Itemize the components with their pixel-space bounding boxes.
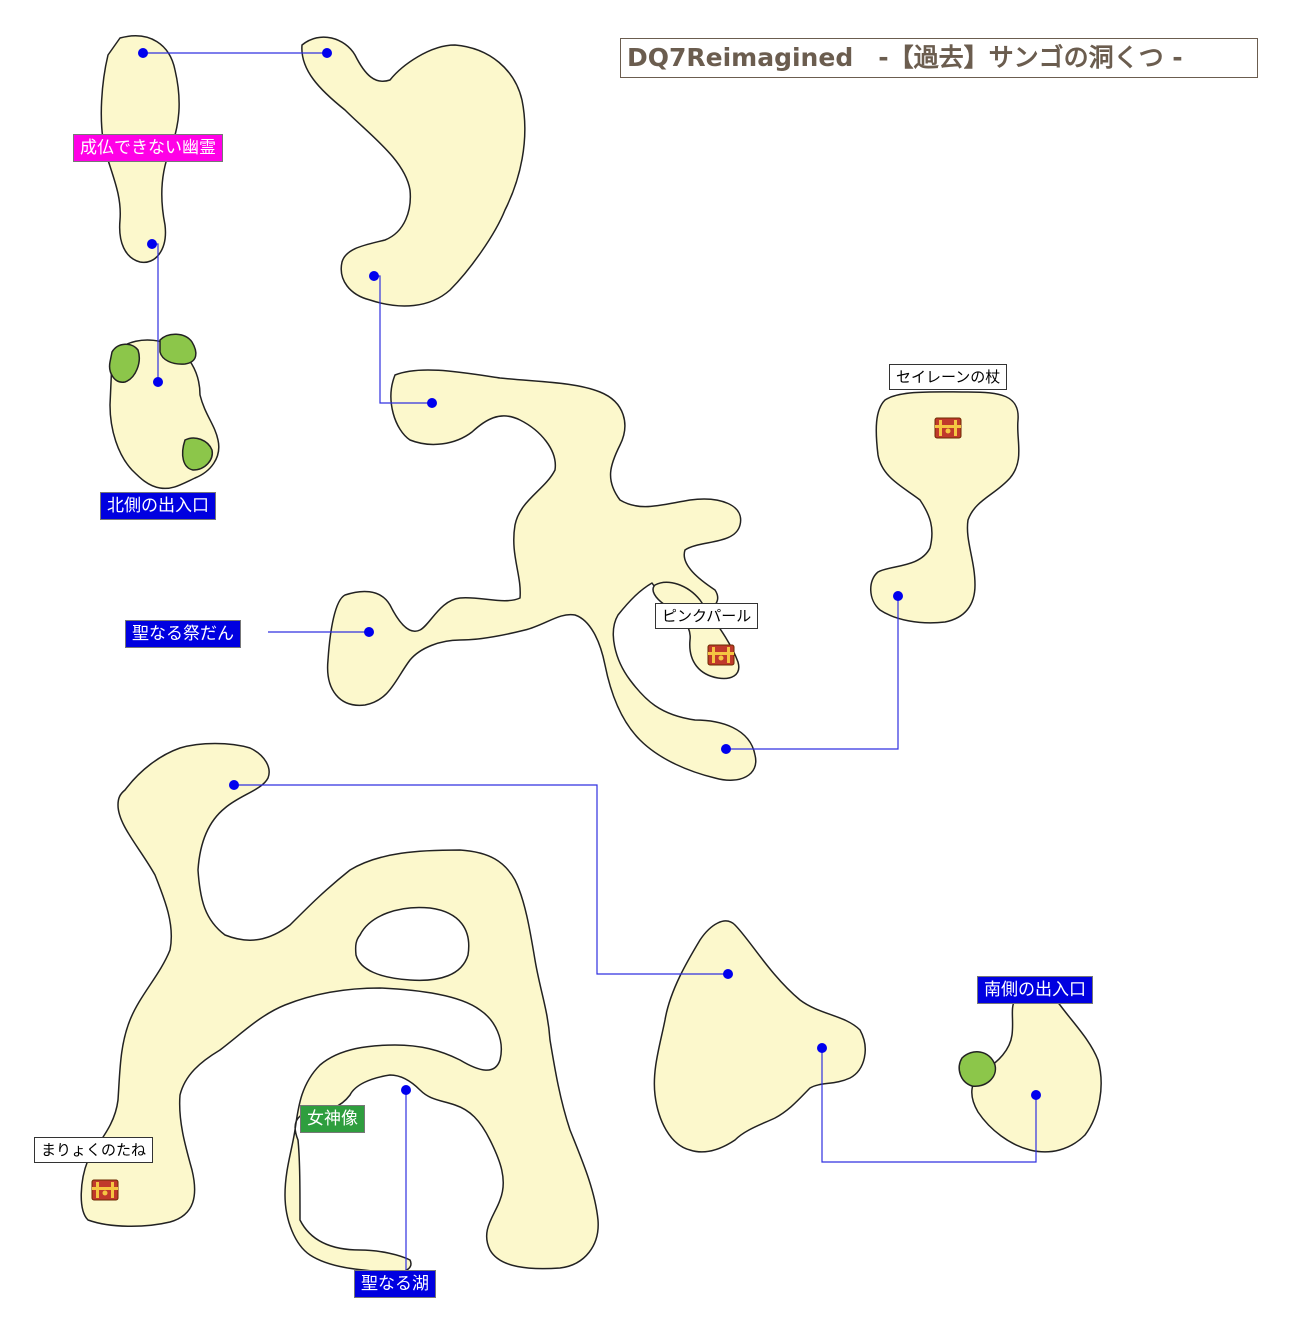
grass-patch-1 <box>108 343 140 383</box>
area-lower-cave <box>80 742 599 1274</box>
waypoint-dot-icon <box>817 1043 827 1053</box>
area-south-exit-room <box>971 995 1102 1153</box>
area-central-hub <box>326 369 757 781</box>
area-upper-cave <box>301 36 526 307</box>
waypoint-dot-icon <box>721 744 731 754</box>
grass-patch-3 <box>181 437 213 471</box>
grass-patch-2 <box>159 333 197 365</box>
label-north-exit[interactable]: 北側の出入口 <box>100 492 216 520</box>
label-magic-seed[interactable]: まりょくのたね <box>34 1137 154 1163</box>
waypoint-dot-icon <box>369 271 379 281</box>
waypoint-dot-icon <box>723 969 733 979</box>
waypoint-dot-icon <box>427 398 437 408</box>
waypoint-dot-icon <box>138 48 148 58</box>
waypoint-dot-icon <box>229 780 239 790</box>
grass-patch-4 <box>958 1051 997 1087</box>
area-south-middle-room <box>653 920 866 1153</box>
label-ghost[interactable]: 成仏できない幽霊 <box>73 134 223 162</box>
treasure-chest-icon[interactable] <box>91 1179 119 1201</box>
link-line-6 <box>234 784 728 975</box>
label-holy-lake[interactable]: 聖なる湖 <box>354 1270 436 1298</box>
treasure-chest-icon[interactable] <box>934 417 962 439</box>
label-goddess-statue[interactable]: 女神像 <box>300 1105 365 1133</box>
label-siren-staff[interactable]: セイレーンの杖 <box>889 364 1008 390</box>
map-title: DQ7Reimagined -【過去】サンゴの洞くつ - <box>620 38 1258 78</box>
waypoint-dot-icon <box>147 239 157 249</box>
label-pink-pearl[interactable]: ピンクパール <box>655 603 759 629</box>
link-line-5 <box>726 596 899 750</box>
area-siren-staff-room <box>870 391 1020 624</box>
label-south-exit[interactable]: 南側の出入口 <box>977 976 1093 1004</box>
link-line-7 <box>821 1048 1037 1163</box>
waypoint-dot-icon <box>1031 1090 1041 1100</box>
waypoint-dot-icon <box>153 377 163 387</box>
treasure-chest-icon[interactable] <box>707 644 735 666</box>
label-holy-altar[interactable]: 聖なる祭だん <box>125 620 241 648</box>
waypoint-dot-icon <box>364 627 374 637</box>
waypoint-dot-icon <box>893 591 903 601</box>
area-hole <box>354 906 470 982</box>
waypoint-dot-icon <box>401 1085 411 1095</box>
waypoint-dot-icon <box>322 48 332 58</box>
